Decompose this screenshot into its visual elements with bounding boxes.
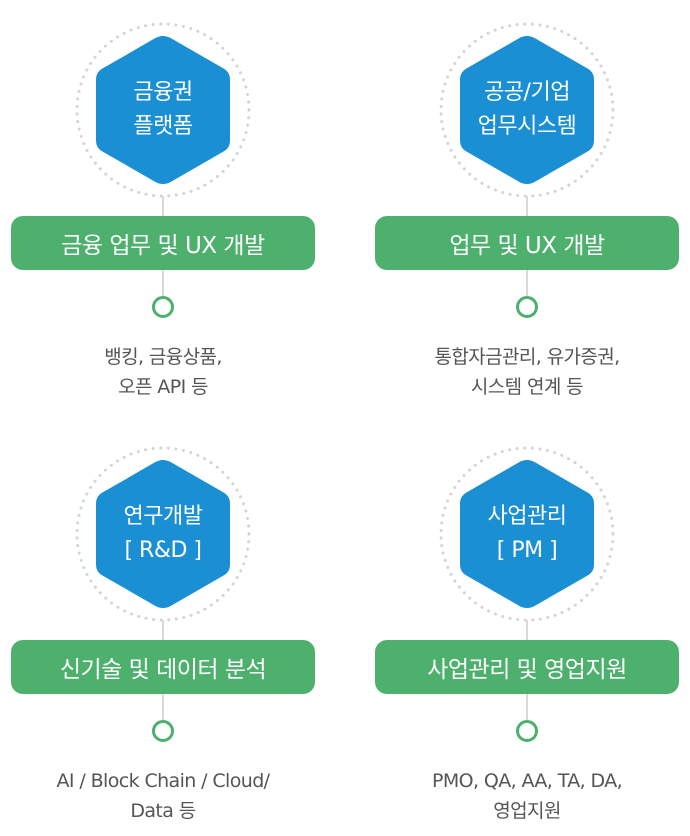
circle-node-icon — [152, 296, 174, 318]
dotted-ring — [75, 446, 251, 622]
connector-line-top — [162, 196, 164, 216]
hexagon-title-line1: 사업관리 — [487, 504, 567, 529]
circle-node-icon — [152, 720, 174, 742]
connector-line-top — [162, 620, 164, 640]
description: AI / Block Chain / Cloud/ Data 등 — [11, 766, 315, 826]
hexagon-title-line2: 업무시스템 — [477, 114, 577, 139]
dotted-ring — [439, 22, 615, 198]
hexagon-title: 사업관리 [ PM ] — [437, 486, 617, 582]
connector-line-bottom — [162, 270, 164, 296]
dotted-ring — [75, 22, 251, 198]
description: 통합자금관리, 유가증권, 시스템 연계 등 — [375, 342, 679, 402]
hexagon-title-line1: 공공/기업 — [484, 80, 570, 105]
description-line2: 오픈 API 등 — [118, 376, 208, 398]
description-line1: 뱅킹, 금융상품, — [104, 346, 222, 368]
circle-node-icon — [516, 296, 538, 318]
description-line2: 시스템 연계 등 — [470, 376, 584, 398]
hexagon-shape — [460, 460, 594, 608]
description: 뱅킹, 금융상품, 오픈 API 등 — [11, 342, 315, 402]
hexagon-badge — [73, 20, 253, 200]
description-line1: 통합자금관리, 유가증권, — [434, 346, 620, 368]
description-line2: 영업지원 — [493, 800, 561, 822]
category-pill: 사업관리 및 영업지원 — [375, 640, 679, 694]
connector-line-bottom — [162, 694, 164, 720]
hexagon-title: 금융권 플랫폼 — [73, 62, 253, 158]
connector-line-top — [526, 196, 528, 216]
card-project-management: 사업관리 [ PM ] 사업관리 및 영업지원 PMO, QA, AA, TA,… — [375, 436, 679, 836]
hexagon-title-line2: [ R&D ] — [124, 538, 202, 563]
category-pill: 신기술 및 데이터 분석 — [11, 640, 315, 694]
hexagon-badge — [73, 444, 253, 624]
circle-node-icon — [516, 720, 538, 742]
hexagon-shape — [96, 36, 230, 184]
card-research-development: 연구개발 [ R&D ] 신기술 및 데이터 분석 AI / Block Cha… — [11, 436, 315, 836]
connector-line-bottom — [526, 270, 528, 296]
description: PMO, QA, AA, TA, DA, 영업지원 — [375, 766, 679, 826]
hexagon-title-line1: 금융권 — [133, 80, 193, 105]
hexagon-title-line2: 플랫폼 — [133, 114, 193, 139]
hexagon-title: 공공/기업 업무시스템 — [437, 62, 617, 158]
dotted-ring — [439, 446, 615, 622]
connector-line-top — [526, 620, 528, 640]
description-line2: Data 등 — [130, 800, 196, 822]
hexagon-badge — [437, 444, 617, 624]
description-line1: PMO, QA, AA, TA, DA, — [431, 770, 623, 792]
hexagon-title: 연구개발 [ R&D ] — [73, 486, 253, 582]
category-pill: 금융 업무 및 UX 개발 — [11, 216, 315, 270]
hexagon-title-line1: 연구개발 — [123, 504, 203, 529]
hexagon-title-line2: [ PM ] — [496, 538, 558, 563]
category-pill: 업무 및 UX 개발 — [375, 216, 679, 270]
connector-line-bottom — [526, 694, 528, 720]
card-financial-platform: 금융권 플랫폼 금융 업무 및 UX 개발 뱅킹, 금융상품, 오픈 API 등 — [11, 12, 315, 412]
hexagon-shape — [96, 460, 230, 608]
card-public-enterprise: 공공/기업 업무시스템 업무 및 UX 개발 통합자금관리, 유가증권, 시스템… — [375, 12, 679, 412]
hexagon-shape — [460, 36, 594, 184]
description-line1: AI / Block Chain / Cloud/ — [56, 770, 271, 792]
hexagon-badge — [437, 20, 617, 200]
